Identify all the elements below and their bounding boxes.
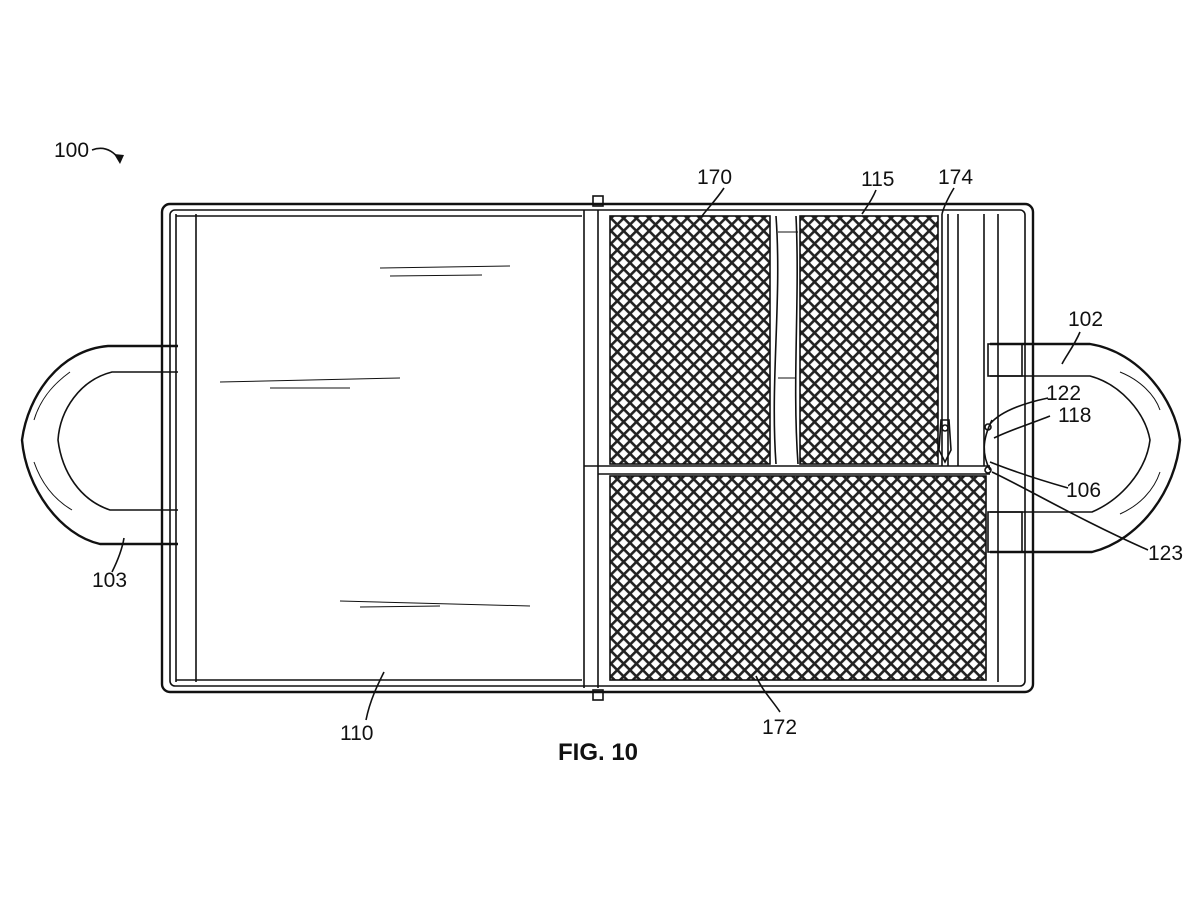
label-174: 174	[938, 166, 973, 189]
hinge-clip-top	[592, 195, 604, 207]
label-170: 170	[697, 166, 732, 189]
label-110: 110	[340, 722, 373, 745]
clear-panel	[219, 210, 599, 688]
label-115: 115	[861, 168, 894, 191]
label-106: 106	[1066, 479, 1101, 502]
label-123: 123	[1148, 542, 1183, 565]
label-172: 172	[762, 716, 797, 739]
arrowhead-100-icon	[114, 154, 124, 164]
leader-lines	[111, 187, 1149, 721]
strap-118	[983, 419, 993, 471]
left-handle	[20, 344, 178, 546]
label-103: 103	[92, 569, 127, 592]
mesh-pocket-170	[609, 215, 771, 465]
reference-100: 100	[54, 139, 124, 164]
mesh-pocket-115	[799, 215, 939, 465]
label-118: 118	[1058, 404, 1091, 427]
hinge-clip-bottom	[592, 689, 604, 701]
label-102: 102	[1068, 308, 1103, 331]
label-122: 122	[1046, 382, 1081, 405]
right-handle	[987, 342, 1182, 554]
label-100: 100	[54, 139, 89, 162]
figure-caption: FIG. 10	[558, 739, 638, 766]
center-zipper-strip	[773, 215, 799, 465]
horizontal-zipper	[584, 419, 993, 475]
mesh-pocket-172	[609, 475, 987, 681]
zipper-pull-icon	[938, 419, 952, 464]
snap-123-icon	[984, 466, 992, 474]
side-zipper-174	[938, 214, 999, 682]
zipper-pull-hole-icon	[941, 424, 949, 432]
